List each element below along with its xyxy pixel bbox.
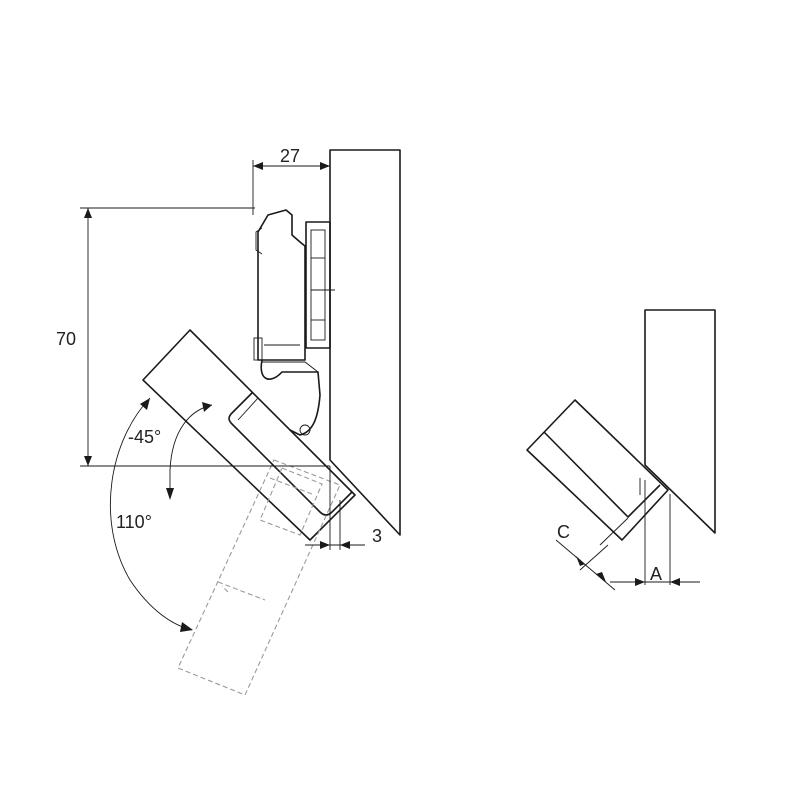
- dimension-3: 3: [305, 466, 382, 550]
- mounting-plate: [305, 221, 335, 349]
- angle-neg45-label: -45°: [128, 427, 161, 447]
- dimension-c-label: C: [557, 522, 570, 542]
- dimension-27: 27: [252, 146, 330, 215]
- door-open-45: [142, 329, 356, 541]
- angle-110-label: 110°: [116, 512, 152, 532]
- dimension-70: 70: [56, 207, 330, 467]
- dimension-70-label: 70: [56, 329, 76, 349]
- angle-neg45: -45°: [128, 402, 213, 500]
- right-view: A C: [526, 309, 716, 591]
- left-view: 27 70 -45° 110°: [56, 146, 401, 696]
- dimension-27-label: 27: [280, 146, 300, 166]
- cabinet-side-panel: [329, 149, 401, 536]
- hinge-arm: [253, 209, 321, 436]
- dimension-a: A: [610, 564, 700, 586]
- dimension-a-label: A: [650, 564, 662, 584]
- angle-110: 110°: [109, 397, 193, 632]
- door-ghost-110: [177, 459, 341, 696]
- right-cabinet-panel: [644, 309, 716, 534]
- dimension-c: C: [555, 517, 629, 591]
- dimension-3-label: 3: [372, 526, 382, 546]
- right-door: [526, 399, 671, 585]
